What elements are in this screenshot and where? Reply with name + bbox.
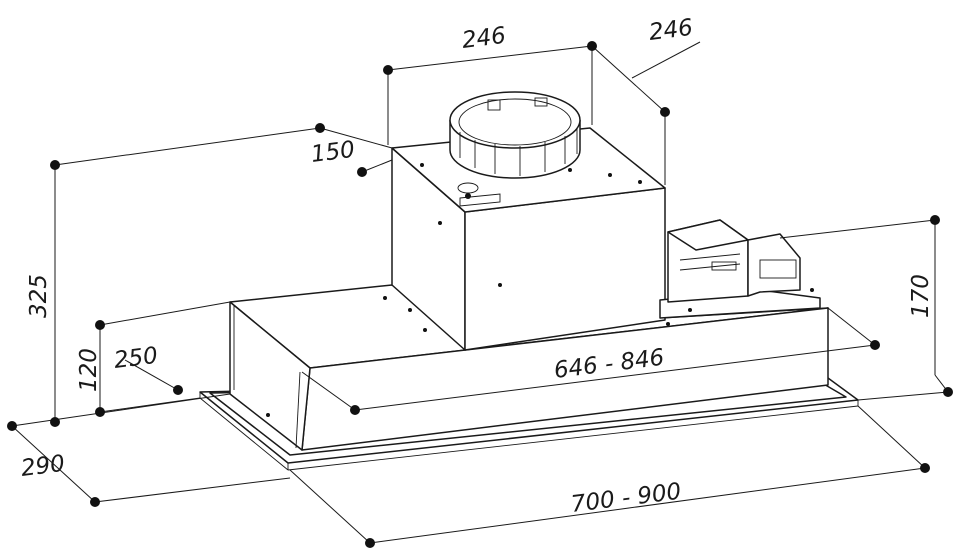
dimension-lines [11, 41, 949, 544]
label-body-depth: 250 [113, 343, 160, 374]
motor-unit [659, 219, 821, 326]
label-motor-height: 170 [908, 274, 934, 318]
label-duct-diameter: 150 [310, 137, 357, 168]
duct-collar [449, 91, 581, 179]
label-frame-width: 700 - 900 [570, 479, 683, 518]
dimension-markers [7, 41, 953, 548]
label-body-height: 120 [76, 348, 102, 392]
label-total-height: 325 [26, 274, 52, 318]
label-frame-depth: 290 [20, 451, 67, 482]
label-top-depth: 246 [648, 15, 695, 46]
label-top-width: 246 [461, 23, 508, 54]
